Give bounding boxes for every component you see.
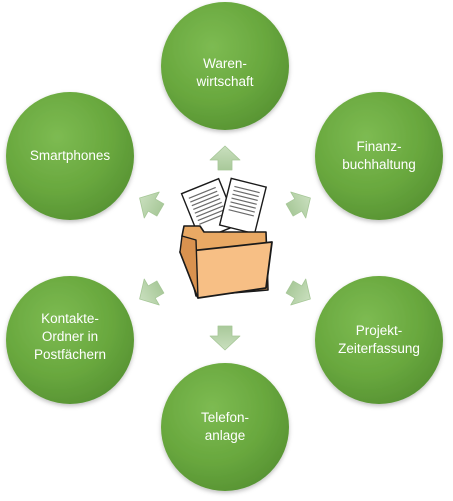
node-circle-telefonanlage	[161, 363, 289, 491]
node-circle-warenwirtschaft	[161, 2, 289, 130]
node-circle-finanzbuchhaltung	[315, 92, 443, 220]
node-circle-smartphones	[6, 92, 134, 220]
folder-with-documents-icon	[179, 177, 273, 299]
node-circle-projekt-zeiterfassung	[315, 276, 443, 404]
arrow-to-smartphones	[139, 191, 165, 219]
arrow-to-projekt-zeiterfassung	[285, 278, 311, 306]
diagram-nodes	[6, 2, 443, 491]
arrow-to-kontakte-ordner	[139, 278, 165, 306]
node-circle-kontakte-ordner	[6, 276, 134, 404]
arrow-to-telefonanlage	[209, 325, 241, 351]
arrow-to-warenwirtschaft	[209, 145, 241, 171]
arrow-to-finanzbuchhaltung	[285, 191, 311, 219]
connector-arrows	[139, 145, 311, 351]
